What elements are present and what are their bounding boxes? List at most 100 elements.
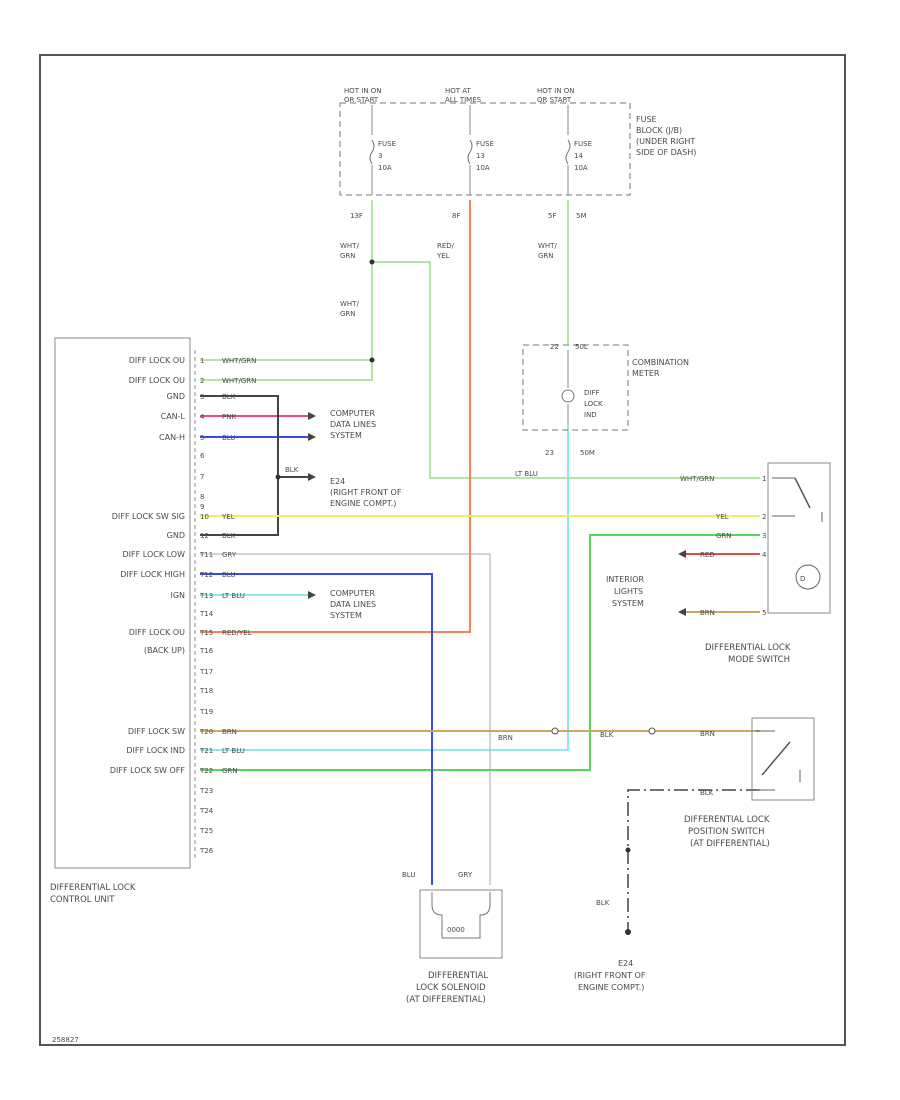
cu-pin-21: T21 [199,747,213,755]
fuse-2-number: 13 [476,152,485,160]
cu-pin-8: 9 [200,503,204,511]
fuse-2-hot-line2: ALL TIMES [445,96,482,104]
svg-text:ENGINE COMPT.): ENGINE COMPT.) [330,499,396,508]
fuse-1-label: FUSE [378,140,396,148]
svg-text:0000: 0000 [447,926,465,934]
svg-text:RED/: RED/ [437,242,455,250]
cu-pin-11: T11 [199,551,213,559]
cu-func-12: DIFF LOCK HIGH [120,570,185,579]
position-switch: BRN BLK BRN BLK DIFFERENTIAL LOCK POSITI… [498,717,815,849]
svg-text:2: 2 [762,513,766,521]
cu-func-10: GND [167,531,185,540]
cu-pin-7: 8 [200,493,204,501]
diagram-frame [39,54,846,1046]
cu-pin-15: T15 [199,629,213,637]
cu-wire-20: BRN [222,728,237,736]
svg-text:(AT DIFFERENTIAL): (AT DIFFERENTIAL) [406,995,486,1005]
cu-pin-25: T25 [199,827,213,835]
e24-upper: BLK E24 (RIGHT FRONT OF ENGINE COMPT.) [285,466,402,508]
svg-text:1: 1 [762,475,766,483]
svg-text:(AT DIFFERENTIAL): (AT DIFFERENTIAL) [690,839,770,849]
lamp-icon: D [800,575,805,583]
fuse-1-terminal: 13F [350,212,363,220]
cu-pin-2: 3 [200,393,204,401]
cu-pin-12: T12 [199,571,213,579]
svg-text:WHT/GRN: WHT/GRN [680,475,714,483]
cu-pin-18: T18 [199,687,213,695]
svg-text:50M: 50M [580,449,595,457]
svg-text:CONTROL UNIT: CONTROL UNIT [50,895,115,905]
svg-text:WHT/: WHT/ [340,242,359,250]
wire-wht-grn-fuse1 [200,200,373,381]
svg-text:SIDE OF DASH): SIDE OF DASH) [636,148,696,157]
svg-text:4: 4 [762,551,767,559]
position-switch-caption: DIFFERENTIAL LOCK [684,815,770,825]
cu-pin-20: T20 [199,728,213,736]
svg-text:FUSE: FUSE [636,115,657,124]
mode-switch-caption: DIFFERENTIAL LOCK [705,643,791,653]
svg-text:50L: 50L [575,343,588,351]
svg-text:DATA LINES: DATA LINES [330,420,376,429]
control-unit-caption: DIFFERENTIAL LOCK [50,883,136,893]
diff-lock-indicator-label: DIFF [584,389,600,397]
fuse-3-rating: 10A [574,164,588,172]
cu-func-4: CAN-H [159,433,185,442]
cu-pin-10: 12 [200,532,209,540]
svg-text:SYSTEM: SYSTEM [330,431,362,440]
cu-wire-21: LT BLU [222,747,245,755]
fuse-block-label: FUSE BLOCK (J/B) (UNDER RIGHT SIDE OF DA… [636,115,696,157]
svg-text:BRN: BRN [700,609,715,617]
svg-text:IND: IND [584,411,597,419]
fuse-1-hot-line2: OR START [344,96,379,104]
cu-func-9: DIFF LOCK SW SIG [112,512,185,521]
svg-text:POSITION SWITCH: POSITION SWITCH [688,827,765,837]
fuse-1-hot-line1: HOT IN ON [344,87,382,95]
cu-pin-23: T23 [199,787,213,795]
fuse-block: HOT IN ON OR START FUSE 3 10A 13F HOT AT… [339,87,696,220]
svg-text:LIGHTS: LIGHTS [614,587,643,596]
svg-text:GRN: GRN [340,310,356,318]
cu-wire-3: PNK [222,413,236,421]
cu-func-20: DIFF LOCK SW [128,727,185,736]
svg-text:3: 3 [762,532,766,540]
cu-pin-14: T14 [199,610,214,618]
cu-pin-22: T22 [199,767,213,775]
cu-wire-2: BLK [222,393,236,401]
cu-wire-10: BLK [222,532,236,540]
cu-wire-9: YEL [221,513,235,521]
svg-text:BLOCK (J/B): BLOCK (J/B) [636,126,682,135]
computer-data-lines-1: COMPUTER DATA LINES SYSTEM [308,409,376,441]
wire-red-yel [200,200,471,633]
svg-text:BLK: BLK [600,731,614,739]
fuse-1-rating: 10A [378,164,392,172]
svg-text:BLK: BLK [285,466,299,474]
cu-func-1: DIFF LOCK OU [129,376,185,385]
cu-wire-11: GRY [222,551,237,559]
fuse-1: HOT IN ON OR START FUSE 3 10A 13F [344,87,396,220]
svg-text:LT BLU: LT BLU [515,470,538,478]
svg-text:(UNDER RIGHT: (UNDER RIGHT [636,137,695,146]
svg-text:22: 22 [550,343,559,351]
svg-text:BRN: BRN [700,730,715,738]
svg-text:MODE SWITCH: MODE SWITCH [728,655,790,665]
svg-text:WHT/: WHT/ [538,242,557,250]
svg-text:COMPUTER: COMPUTER [330,589,375,598]
cu-pin-19: T19 [199,708,213,716]
cu-pin-17: T17 [199,668,213,676]
cu-wire-22: GRN [222,767,238,775]
combination-meter-label: COMBINATION [632,358,689,367]
cu-wire-1: WHT/GRN [222,377,256,385]
wire-gry [200,553,491,885]
cu-func-2: GND [167,392,185,401]
cu-pin-13: T13 [199,592,213,600]
lock-solenoid: 0000 BLU GRY DIFFERENTIAL LOCK SOLENOID … [402,871,503,1005]
cu-pin-26: T26 [199,847,214,855]
svg-text:ENGINE COMPT.): ENGINE COMPT.) [578,983,644,992]
svg-text:23: 23 [545,449,554,457]
wire-lt-blu-ind [200,425,569,751]
wire-blk-pos [627,789,760,930]
svg-text:METER: METER [632,369,660,378]
fuse-2-terminal: 8F [452,212,460,220]
svg-text:GRY: GRY [458,871,473,879]
